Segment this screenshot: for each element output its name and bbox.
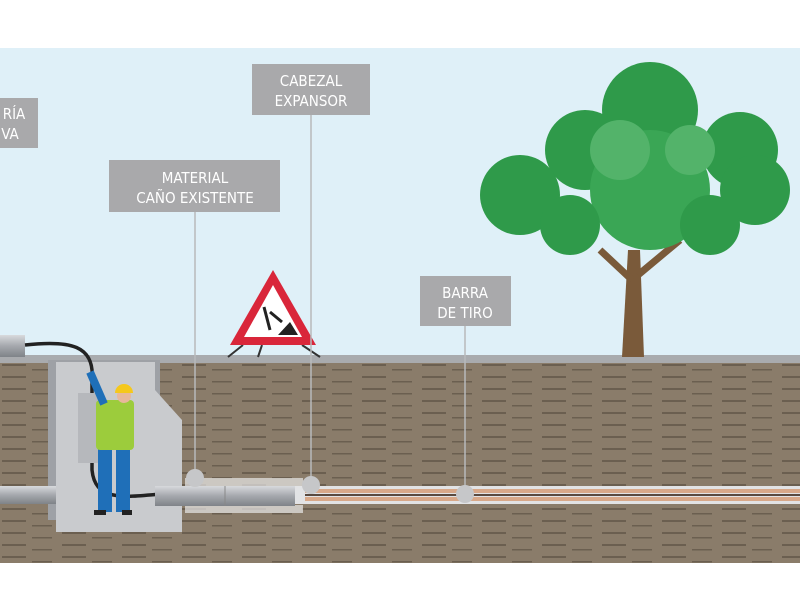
label-partial: RÍA VA <box>0 98 38 148</box>
marker-barra <box>456 485 474 503</box>
svg-text:CABEZAL: CABEZAL <box>280 72 343 90</box>
leader-lines <box>194 115 466 492</box>
svg-text:VA: VA <box>1 125 19 143</box>
pit-plate <box>78 393 98 463</box>
label-material-cano: MATERIAL CAÑO EXISTENTE <box>109 160 280 212</box>
marker-material <box>186 469 204 487</box>
pull-rod <box>295 486 800 504</box>
label-cabezal-expansor: CABEZAL EXPANSOR <box>252 64 370 115</box>
road-work-sign-icon <box>227 270 321 358</box>
svg-text:EXPANSOR: EXPANSOR <box>275 92 348 110</box>
pulling-machine <box>0 335 25 357</box>
worker <box>86 370 134 515</box>
svg-text:MATERIAL: MATERIAL <box>162 169 229 187</box>
label-barra-tiro: BARRA DE TIRO <box>420 276 511 326</box>
svg-text:RÍA: RÍA <box>3 104 26 123</box>
svg-text:CAÑO EXISTENTE: CAÑO EXISTENTE <box>136 188 254 207</box>
svg-text:BARRA: BARRA <box>442 284 489 302</box>
tree <box>480 62 790 357</box>
marker-cabezal <box>302 476 320 494</box>
helmet-icon <box>115 384 133 393</box>
svg-text:DE TIRO: DE TIRO <box>437 304 492 322</box>
new-pipe-left <box>0 486 56 504</box>
ground-surface <box>0 355 800 363</box>
burst-fragments <box>185 478 303 513</box>
